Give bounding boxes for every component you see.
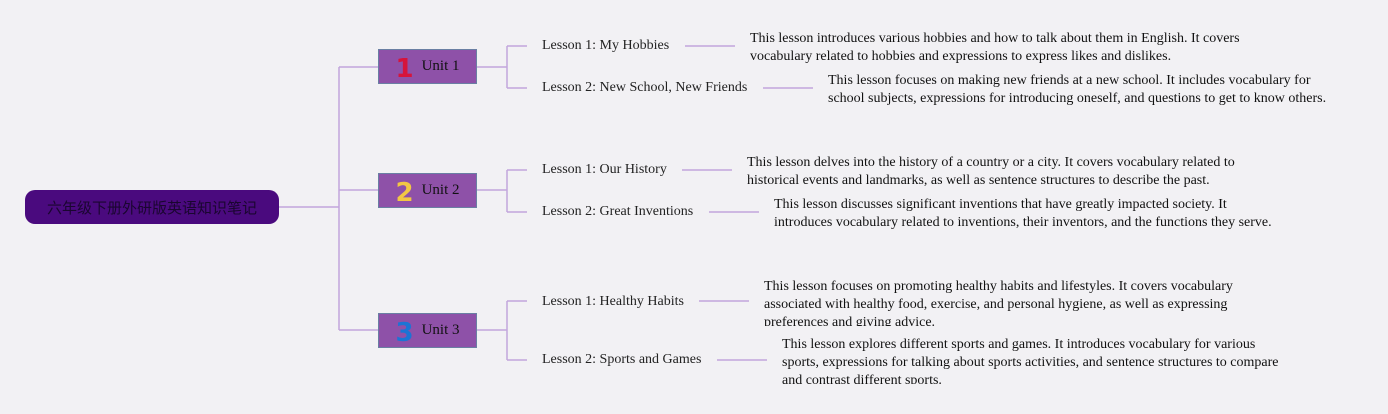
root-title: 六年级下册外研版英语知识笔记 <box>46 198 257 217</box>
unit-label: Unit 1 <box>421 58 460 74</box>
unit-label: Unit 3 <box>421 322 460 338</box>
lesson-node-u2-l2[interactable]: Lesson 2: Great Inventions <box>542 204 694 219</box>
lesson-description-u2-l2: This lesson discusses significant invent… <box>774 197 1272 230</box>
unit-node-3[interactable]: 3 Unit 3 <box>378 313 477 348</box>
lesson-description-u1-l1: This lesson introduces various hobbies a… <box>750 31 1240 63</box>
lesson-node-u3-l2[interactable]: Lesson 2: Sports and Games <box>542 352 702 367</box>
lesson-node-u2-l1[interactable]: Lesson 1: Our History <box>542 162 667 177</box>
number-two-icon: 2 <box>395 177 414 208</box>
unit-node-1[interactable]: 1 Unit 1 <box>378 49 477 84</box>
lesson-node-u1-l2[interactable]: Lesson 2: New School, New Friends <box>542 80 748 95</box>
number-three-icon: 3 <box>395 317 414 348</box>
lesson-description-u1-l2: This lesson focuses on making new friend… <box>828 73 1327 105</box>
number-one-icon: 1 <box>395 53 414 84</box>
lesson-description-u2-l1: This lesson delves into the history of a… <box>747 155 1235 188</box>
lesson-description-u3-l2: This lesson explores different sports an… <box>782 337 1279 384</box>
lesson-node-u1-l1[interactable]: Lesson 1: My Hobbies <box>542 38 670 53</box>
unit-node-2[interactable]: 2 Unit 2 <box>378 173 477 208</box>
lesson-description-u3-l1: This lesson focuses on promoting healthy… <box>764 279 1233 326</box>
unit-label: Unit 2 <box>421 182 460 198</box>
lesson-node-u3-l1[interactable]: Lesson 1: Healthy Habits <box>542 294 684 309</box>
root-node[interactable]: 六年级下册外研版英语知识笔记 <box>25 190 279 224</box>
